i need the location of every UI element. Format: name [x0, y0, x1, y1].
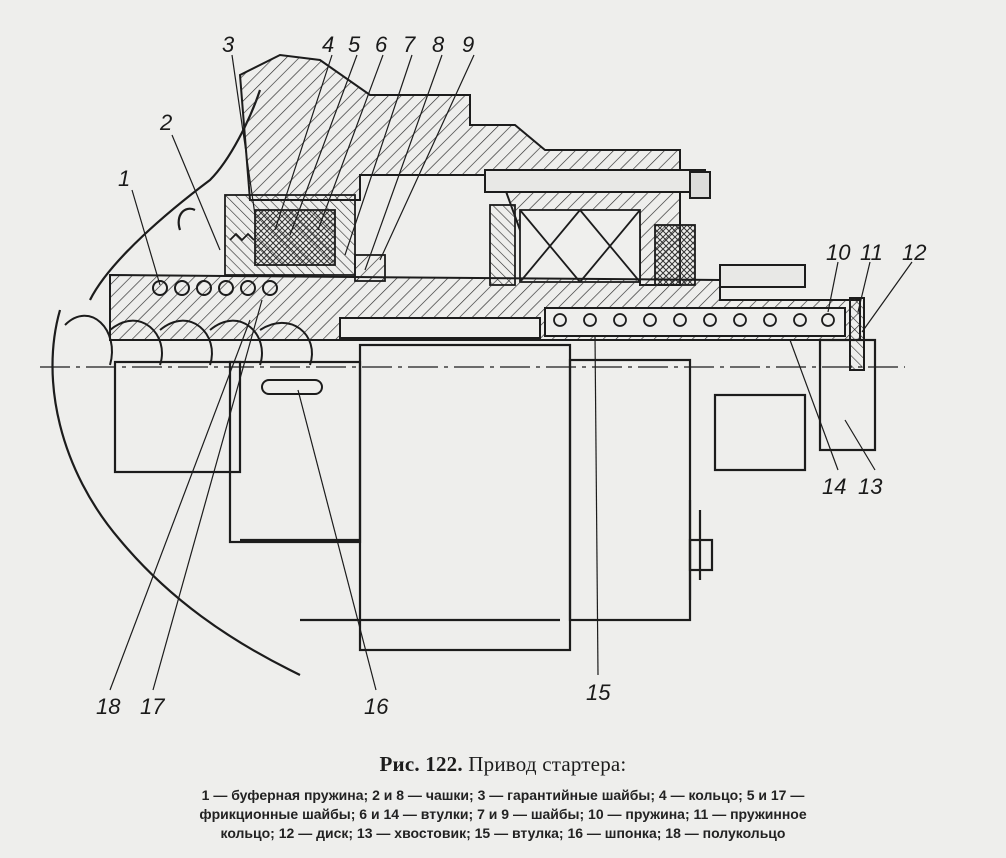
callout-1: 1	[118, 166, 130, 191]
callout-10: 10	[826, 240, 851, 265]
callout-14: 14	[822, 474, 846, 499]
caption-prefix: Рис. 122.	[379, 752, 463, 776]
leader-lines	[109, 54, 913, 691]
callout-13: 13	[858, 474, 883, 499]
starter-drive-drawing: 1 2 3 4 5 6 7 8 9 10 11 12 13 14 15 16 1…	[40, 32, 926, 719]
callout-4: 4	[322, 32, 334, 57]
callout-3: 3	[222, 32, 235, 57]
callout-6: 6	[375, 32, 388, 57]
legend-line-1: 1 — буферная пружина; 2 и 8 — чашки; 3 —…	[201, 787, 805, 803]
pinion-teeth	[64, 314, 313, 366]
return-spring	[553, 313, 835, 327]
callout-2: 2	[159, 110, 172, 135]
figure-caption: Рис. 122. Привод стартера:	[0, 752, 1006, 777]
callouts: 1 2 3 4 5 6 7 8 9 10 11 12 13 14 15 16 1…	[96, 32, 926, 719]
callout-11: 11	[860, 240, 883, 265]
callout-17: 17	[140, 694, 165, 719]
callout-7: 7	[403, 32, 416, 57]
key	[261, 379, 323, 395]
callout-18: 18	[96, 694, 121, 719]
callout-12: 12	[902, 240, 926, 265]
callout-5: 5	[348, 32, 361, 57]
callout-9: 9	[462, 32, 474, 57]
lower-housing	[51, 89, 877, 676]
caption-title: Привод стартера:	[468, 752, 627, 776]
callout-8: 8	[432, 32, 445, 57]
drive-sleeve	[109, 264, 865, 371]
legend-line-3: кольцо; 12 — диск; 13 — хвостовик; 15 — …	[220, 825, 786, 841]
buffer-spring	[152, 280, 278, 296]
solenoid-coil	[489, 204, 696, 286]
callout-15: 15	[586, 680, 611, 705]
legend-line-2: фрикционные шайбы; 6 и 14 — втулки; 7 и …	[199, 806, 807, 822]
callout-16: 16	[364, 694, 389, 719]
figure-legend: 1 — буферная пружина; 2 и 8 — чашки; 3 —…	[88, 786, 918, 843]
